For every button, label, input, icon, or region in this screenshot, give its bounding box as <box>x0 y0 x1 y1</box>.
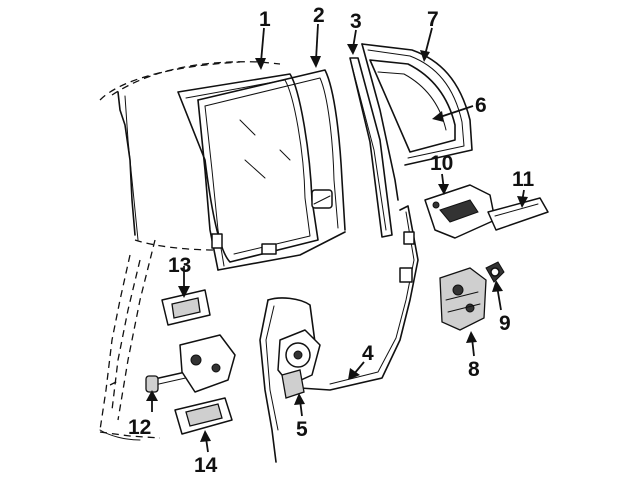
callout-7: 7 <box>427 8 439 31</box>
callout-3: 3 <box>350 10 362 33</box>
callout-6: 6 <box>475 94 487 117</box>
door-lock <box>439 267 487 331</box>
callout-4: 4 <box>362 342 374 365</box>
callout-12: 12 <box>128 416 151 439</box>
callout-13: 13 <box>168 254 191 277</box>
inner-handle-bracket <box>424 184 496 239</box>
callout-11: 11 <box>512 168 535 191</box>
callout-10: 10 <box>430 152 453 175</box>
callout-1: 1 <box>259 8 271 31</box>
quarter-glass <box>369 59 456 153</box>
callout-5: 5 <box>296 418 308 441</box>
rod-clip <box>485 261 505 283</box>
door-glass <box>177 73 333 263</box>
inside-handle-lower <box>174 397 233 435</box>
window-regulator-rails <box>259 205 419 463</box>
callout-numbers: 1 2 3 4 5 6 7 8 9 10 11 12 13 14 <box>128 4 535 477</box>
outside-handle <box>487 197 549 231</box>
door-check <box>145 334 236 393</box>
regulator-motor <box>277 329 321 399</box>
inside-handle-upper <box>161 289 211 326</box>
run-channel <box>197 69 346 271</box>
callout-8: 8 <box>468 358 480 381</box>
callout-14: 14 <box>194 454 218 477</box>
callout-2: 2 <box>313 4 325 27</box>
door-shell <box>99 61 281 441</box>
callout-9: 9 <box>499 312 511 335</box>
quarter-frame <box>361 43 473 201</box>
division-bar <box>349 57 393 238</box>
leader-arrows <box>146 23 528 453</box>
